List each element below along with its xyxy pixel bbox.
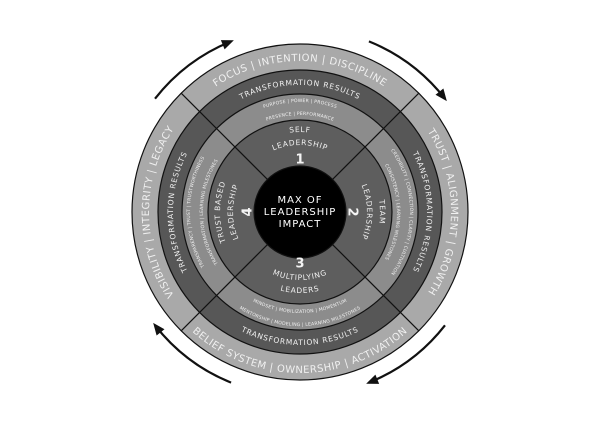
quadrant-divider xyxy=(332,92,420,180)
quadrant-label-self: SELF xyxy=(289,125,311,135)
center-label: MAX OF xyxy=(277,195,322,206)
arrowhead-icon xyxy=(435,88,447,102)
center-circle xyxy=(253,165,347,259)
values-label-top: PRESENCE | PERFORMANCE xyxy=(265,111,335,123)
center-label: LEADERSHIP xyxy=(264,207,337,218)
quadrant-divider xyxy=(332,244,420,332)
arrowhead-icon xyxy=(153,322,165,336)
quadrant-divider xyxy=(180,92,268,180)
arrowhead-icon xyxy=(220,40,234,50)
quadrant-number: 4 xyxy=(241,207,256,216)
quadrant-label-multiplying: LEADERS xyxy=(280,284,321,295)
quadrant-divider xyxy=(180,244,268,332)
quadrant-number: 1 xyxy=(295,153,304,168)
quadrant-label-team: TEAM xyxy=(377,198,387,224)
quadrant-label-trust: LEADERSHIP xyxy=(226,183,240,242)
quadrant-number: 2 xyxy=(345,207,360,216)
arrowhead-icon xyxy=(366,374,380,384)
quadrant-number: 3 xyxy=(295,257,304,272)
center-label: IMPACT xyxy=(279,219,322,230)
